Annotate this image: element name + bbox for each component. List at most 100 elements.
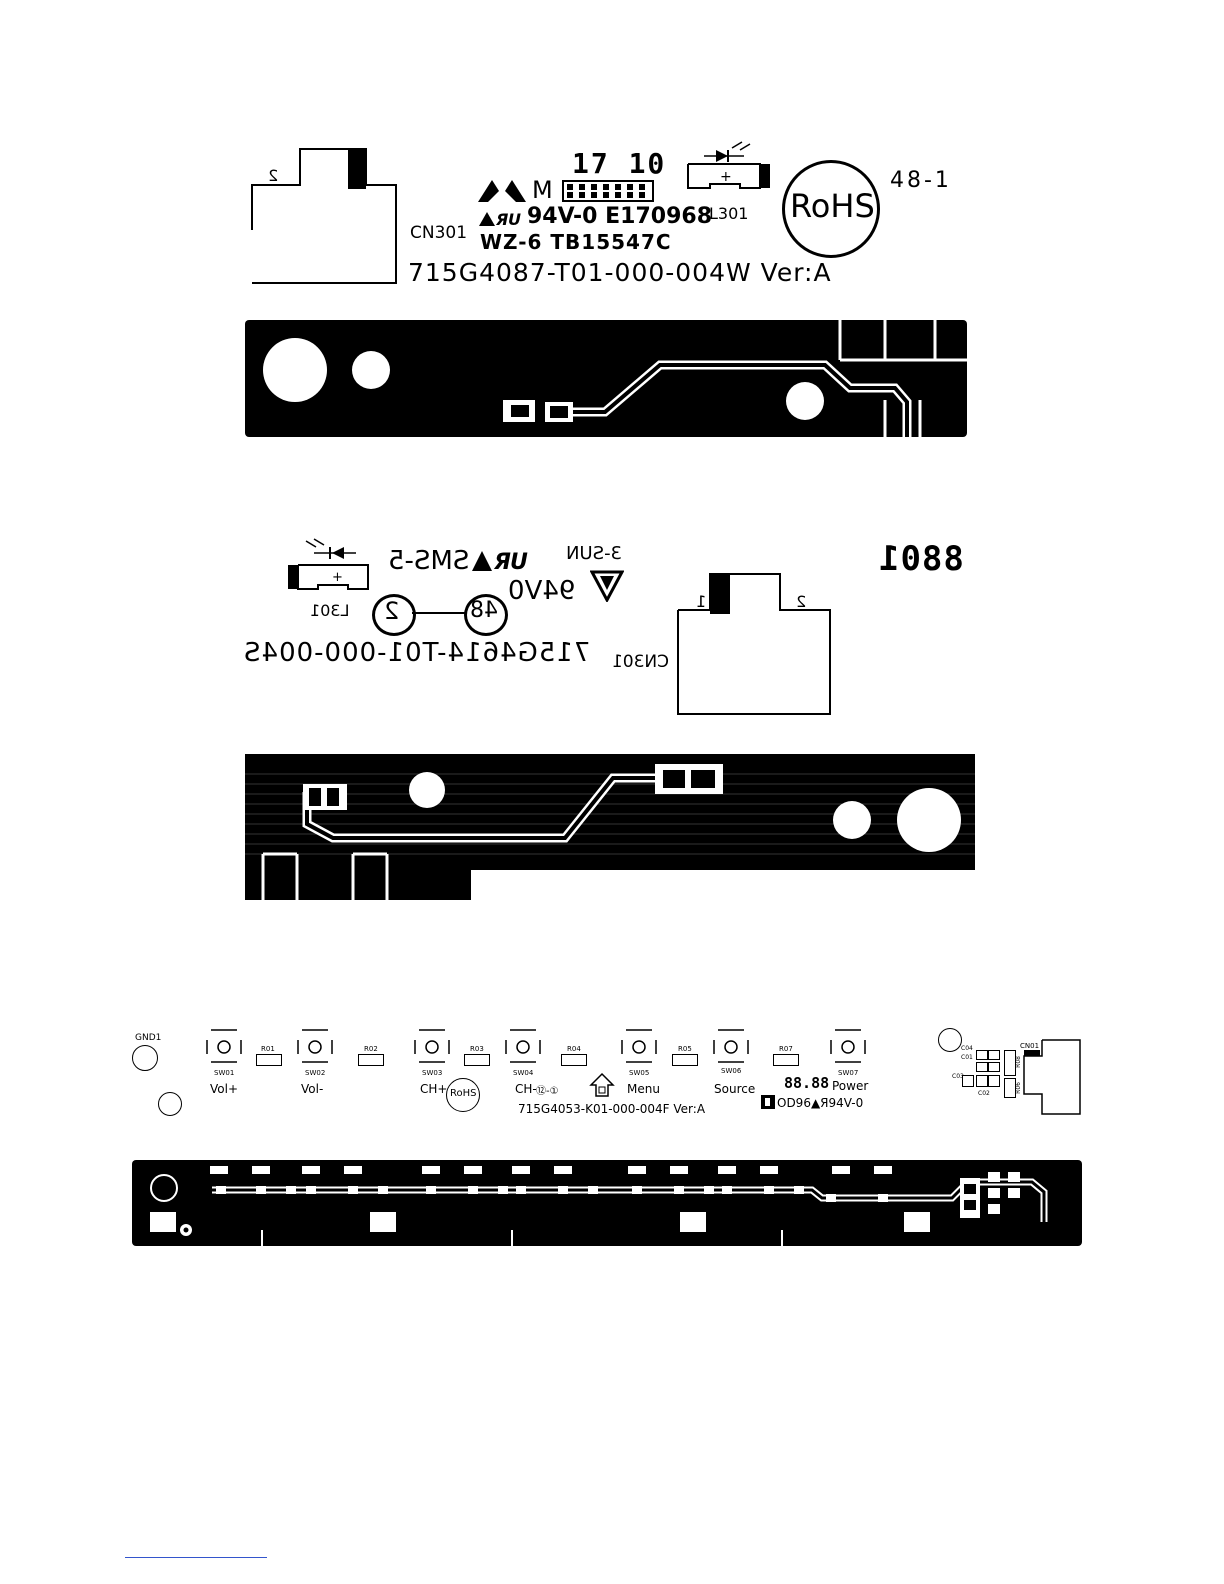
board3-copper [132,1160,1082,1246]
manufacturer-logo-icon [478,180,526,202]
led-polarity: + [720,169,732,185]
rohs-text: RoHS [450,1088,477,1099]
switch-func: Vol- [301,1082,324,1096]
cap-pad [988,1062,1000,1072]
recycle-codes: ⑫-① [536,1086,559,1097]
tact-switch-icon [621,1029,657,1063]
resistor-ref: R03 [470,1045,484,1053]
tact-switch-icon [830,1029,866,1063]
resistor-pad [672,1054,698,1066]
resistor-ref: R04 [567,1045,581,1053]
cap-label: C02 [978,1090,990,1097]
cn301-pin-label: 2 [268,166,279,185]
cn301-pin-2: 2 [796,592,807,611]
circle-left-text: 2 [384,597,400,625]
resistor-pad [256,1054,282,1066]
switch-ref: SW07 [838,1069,859,1077]
ul-marking: OD96▲Я94V-0 [777,1096,864,1110]
date-code: 8801 [878,539,964,579]
switch-ref: SW03 [422,1069,443,1077]
mount-hole [938,1028,962,1052]
cn01-outline [1023,1039,1081,1115]
switch-ref: SW06 [721,1067,742,1075]
circle-right-text: 48 [470,598,498,623]
svg-text:Я: Я [493,550,511,573]
vendor-code: 3-SUN [566,543,623,564]
date-code: 88.88 [784,1074,830,1092]
board2-copper [245,754,975,900]
switch-func: CH- [515,1082,537,1096]
part-number: 715G4053-K01-000-004F Ver:A [518,1102,706,1116]
cn301-pin-1: 1 [696,592,707,611]
led-icon [687,141,770,189]
cn301-label: CN301 [612,652,670,672]
board1-copper [245,320,967,437]
resistor-pad [1004,1050,1016,1076]
rohs-badge [446,1078,480,1112]
tact-switch-icon [206,1029,242,1063]
gnd-label: GND1 [135,1033,162,1043]
tact-switch-icon [297,1029,333,1063]
cap-label: C04 [961,1045,973,1052]
maker-mark: M [532,176,553,204]
date-grid [562,180,654,202]
switch-func: Menu [627,1082,660,1096]
footnote-rule [125,1557,267,1558]
cap-pad [976,1050,988,1060]
switch-func: Vol+ [210,1082,239,1096]
resistor-ref: R07 [779,1045,793,1053]
cap-label: C03 [952,1073,964,1080]
vendor-logo-icon [590,570,624,602]
switch-ref: SW04 [513,1069,534,1077]
part-number: 715G4087-T01-000-004W Ver:A [408,258,832,287]
switch-func: Power [832,1079,869,1093]
rohs-text: RoHS [790,187,875,225]
manufacturer-logo-icon [761,1095,775,1109]
resistor-pad [561,1054,587,1066]
resistor-ref: R05 [678,1045,692,1053]
circle-connector-line [412,612,466,614]
cap-pad [962,1075,974,1087]
ul-logo-icon: Я U [472,550,528,573]
resistor-pad [773,1054,799,1066]
resistor-pad [464,1054,490,1066]
resistor-ref: R01 [261,1045,275,1053]
resistor-pad [358,1054,384,1066]
cn301-outline [677,573,831,715]
led-polarity: + [332,570,343,585]
recycle-icon [589,1072,615,1097]
svg-text:U: U [510,550,528,573]
led-label: L301 [310,601,350,620]
cn301-outline [251,148,397,284]
cap-pad [988,1075,1000,1087]
led-label: L301 [709,204,749,223]
material-code: SMS-5 [388,546,470,576]
switch-func: Source [714,1082,756,1096]
cap-pad [976,1075,988,1087]
switch-ref: SW05 [629,1069,650,1077]
ul-logo-icon: Я U [479,210,521,228]
cn01-label: CN01 [1020,1042,1040,1050]
gnd-pad [132,1045,158,1071]
ul-rating: 94V0 [508,576,576,606]
date-code: 17 10 [572,147,667,180]
circle-marker-right [464,594,508,636]
mount-hole [158,1092,182,1116]
switch-ref: SW02 [305,1069,326,1077]
svg-text:U: U [508,210,521,228]
panel-code: 48-1 [890,168,952,193]
circle-marker-left [372,594,416,636]
cn301-label: CN301 [410,223,468,243]
tact-switch-icon [713,1029,749,1063]
switch-func: CH+ [420,1082,448,1096]
cap-pad [988,1050,1000,1060]
cap-pad [976,1062,988,1072]
switch-ref: SW01 [214,1069,235,1077]
tact-switch-icon [414,1029,450,1063]
resistor-pad [1004,1078,1016,1098]
part-number: 715G4614-T01-000-004S [243,638,591,668]
led-icon [288,538,369,590]
cap-label: C01 [961,1054,973,1061]
ul-rating: 94V-0 E170968 [527,204,713,229]
material-code: WZ-6 TB15547C [480,230,672,254]
